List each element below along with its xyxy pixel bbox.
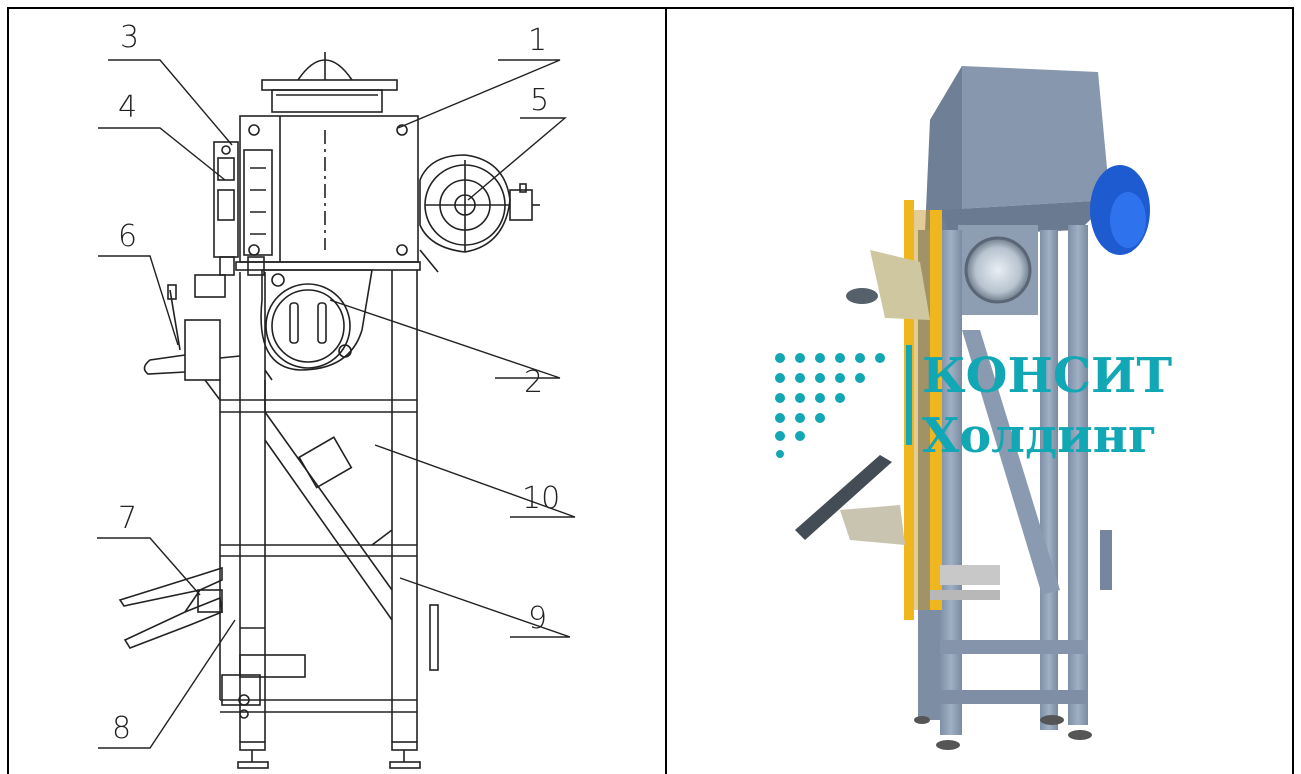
logo-dots xyxy=(775,353,885,458)
callout-8: 8 xyxy=(112,711,131,746)
hopper-body xyxy=(235,115,421,271)
machine-frame xyxy=(219,270,439,742)
callout-6: 6 xyxy=(118,219,137,254)
table-frame xyxy=(7,7,1294,774)
callout-9: 9 xyxy=(528,601,547,636)
lower-bracket xyxy=(221,369,306,719)
cell-divider xyxy=(665,7,667,774)
logo-line-1: КОНСИТ xyxy=(922,348,1172,404)
callout-4: 4 xyxy=(118,90,137,125)
pneumatic-unit xyxy=(213,141,273,276)
technical-drawing: 1 2 3 4 5 6 7 8 9 10 xyxy=(97,20,576,769)
logo-line-2: Холдинг xyxy=(922,408,1157,464)
callout-5: 5 xyxy=(530,83,549,118)
motor-drive xyxy=(419,154,540,273)
bag-clamp xyxy=(118,566,223,649)
callout-10: 10 xyxy=(522,481,560,516)
leader-lines xyxy=(97,59,576,749)
callout-2: 2 xyxy=(524,365,543,400)
rotary-valve xyxy=(260,269,373,371)
callout-7: 7 xyxy=(118,501,137,536)
machine-feet xyxy=(237,741,421,769)
top-inlet xyxy=(261,52,398,113)
logo-bar xyxy=(906,345,912,445)
callout-3: 3 xyxy=(120,20,139,55)
callout-1: 1 xyxy=(528,23,547,58)
filling-spout xyxy=(143,274,241,401)
